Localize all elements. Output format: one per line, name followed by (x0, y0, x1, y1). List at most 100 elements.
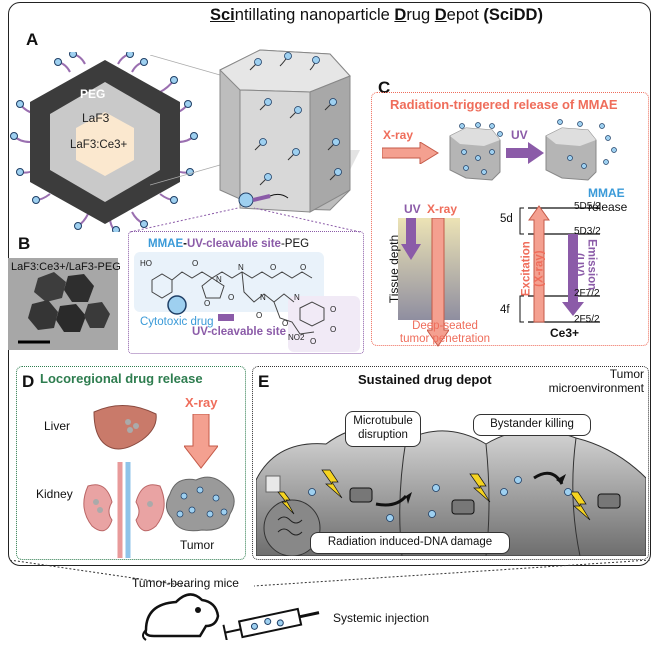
layer-label-peg: PEG (80, 87, 105, 101)
hexagonal-prism-3d (219, 49, 360, 213)
tumor-env-label: Tumor microenvironment (548, 367, 644, 396)
deep-seated-label: Deep-seated tumor penetration (390, 320, 500, 346)
deep-seated-line2: tumor penetration (399, 333, 491, 346)
uv-arrow-top (506, 142, 544, 164)
uv-label-depth: UV (404, 202, 421, 216)
panel-d-title: Locoregional drug release (40, 371, 203, 386)
uv-penetration-arrow (401, 218, 421, 260)
excitation-line1: Excitation (520, 241, 533, 297)
deep-seated-line1: Deep-seated (412, 320, 478, 332)
uv-cleavable-site-icon (218, 314, 234, 321)
panel-b-letter: B (18, 234, 31, 253)
systemic-injection-label: Systemic injection (333, 611, 430, 625)
emission-line1: Emission (585, 239, 598, 291)
atom-label-ho: HO (140, 259, 152, 268)
nanoparticle-before (449, 122, 503, 181)
uv-cleavable-site-label: UV-cleavable site (192, 326, 286, 338)
surface-drug-beads (254, 52, 342, 181)
atom-label-n-2: N (238, 263, 244, 272)
atom-label-o-4: O (228, 293, 234, 302)
atom-label-n-1: N (216, 275, 222, 284)
level-5d-label: 5d (500, 213, 513, 225)
xray-arrow-d (184, 414, 218, 469)
molecule-title: MMAE-UV-cleavable site-PEG (148, 238, 310, 250)
tumor-env-line1: Tumor (609, 367, 644, 381)
level-d32-label: 5D3/2 (574, 226, 601, 237)
liver-illustration (93, 404, 157, 450)
level-4f-label: 4f (500, 304, 510, 316)
atom-label-no2: NO2 (288, 333, 305, 342)
ce-ion-label: Ce3+ (550, 326, 580, 340)
excitation-label: Excitation (X-ray) (520, 214, 545, 324)
nanoparticle-hexagon-diagram: PEG LaF3 LaF3:Ce3+ (10, 52, 198, 232)
uv-label-top: UV (511, 128, 528, 142)
panel-e-letter: E (258, 372, 270, 391)
microtubule-line2: disruption (358, 428, 408, 441)
layer-label-laf3: LaF3 (82, 111, 110, 125)
xray-penetration-arrow (427, 218, 449, 347)
kidney-label: Kidney (36, 487, 73, 501)
tumor-env-line2: microenvironment (548, 380, 644, 395)
kidney-illustration (83, 462, 165, 558)
tissue-depth-label: Tissue depth (387, 234, 401, 304)
dotted-connector-bottom (10, 560, 650, 587)
xray-arrow-top (382, 142, 439, 164)
tem-particles (18, 272, 110, 344)
mouse-icon (142, 593, 220, 641)
panel-c-title: Radiation-triggered release of MMAE (390, 97, 618, 112)
bystander-killing-label: Bystander killing (473, 414, 591, 436)
xray-label-depth: X-ray (427, 202, 458, 216)
panel-c-box (371, 92, 649, 346)
laf3-ce-core (76, 112, 134, 176)
atom-label-o-1: O (192, 259, 198, 268)
tumor-illustration (166, 476, 235, 532)
molecule-box (128, 231, 364, 354)
molecule-connector (130, 192, 361, 233)
atom-label-o-10: O (330, 325, 336, 334)
panel-d-letter: D (22, 372, 35, 391)
figure-title: Scintillating nanoparticle Drug Depot (S… (210, 6, 543, 24)
level-d52-label: 5D5/2 (574, 201, 601, 212)
atom-label-o-8: O (310, 337, 316, 346)
dna-damage-label: Radiation induced-DNA damage (310, 532, 510, 554)
panel-e-title: Sustained drug depot (358, 372, 492, 387)
mmae-release-label: MMAE (588, 186, 625, 200)
tumor-tissue-cells (256, 427, 646, 556)
xray-label-top: X-ray (383, 128, 414, 142)
atom-label-n-3: N (260, 293, 266, 302)
mmae-structure: HO O O N N N N O O O O O O NO2 O O (140, 259, 336, 346)
atom-label-o-6: O (300, 263, 306, 272)
tem-image: LaF3:Ce3+/LaF3-PEG (8, 258, 121, 350)
panel-a-letter: A (26, 30, 39, 49)
atom-label-o-3: O (256, 311, 262, 320)
syringe-icon (222, 607, 320, 640)
nanoparticle-after (545, 119, 617, 181)
emission-line2: (UV) (573, 252, 585, 277)
xray-label-d: X-ray (185, 395, 218, 410)
emission-label: Emission (UV) (572, 220, 598, 310)
uv-site-highlight (288, 296, 360, 352)
level-f72-label: 2F7/2 (574, 288, 600, 299)
zoom-connector-lines (150, 55, 221, 186)
atom-label-o-9: O (330, 305, 336, 314)
release-label: release (588, 200, 628, 214)
level-f52-label: 2F5/2 (574, 314, 600, 325)
atom-label-n-4: N (294, 293, 300, 302)
panel-e-box (252, 366, 649, 560)
panel-d-box (16, 366, 246, 560)
tumor-label-d: Tumor (180, 538, 215, 552)
tumor-bearing-mice-label: Tumor-bearing mice (132, 576, 239, 590)
atom-label-o-2: O (204, 299, 210, 308)
cytotoxic-drug-label: Cytotoxic drug (140, 316, 214, 328)
atom-label-o-5: O (270, 263, 276, 272)
tem-caption: LaF3:Ce3+/LaF3-PEG (11, 261, 121, 273)
atom-label-o-7: O (282, 319, 288, 328)
liver-label: Liver (44, 419, 71, 433)
layer-label-laf3-ce: LaF3:Ce3+ (70, 139, 128, 151)
microtubule-disruption-label: Microtubule disruption (345, 411, 421, 447)
excitation-line2: (X-ray) (533, 250, 545, 287)
cytotoxic-drug-icon (167, 295, 187, 315)
microtubule-line1: Microtubule (353, 415, 413, 427)
ce-energy-diagram (519, 205, 600, 323)
